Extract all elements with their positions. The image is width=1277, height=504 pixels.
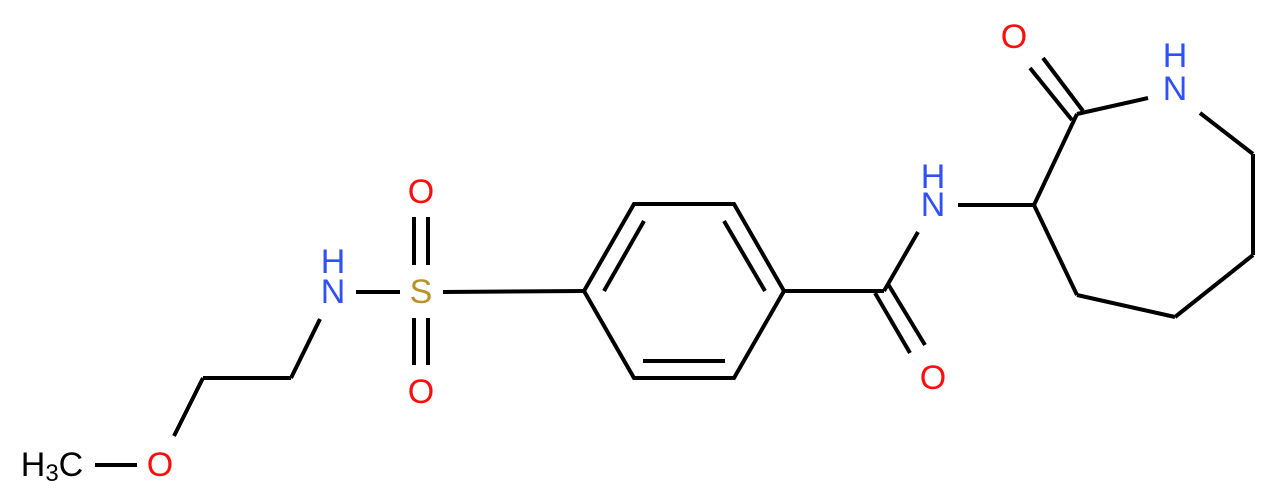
sulfonyl-oxygen-bottom: O [408, 373, 434, 411]
bond-c3-c2 [1032, 113, 1079, 206]
lactam-hydrogen: H [1163, 37, 1188, 75]
bond-c2-n1 [1076, 96, 1149, 116]
sulfonamide-nitrogen: N [321, 273, 346, 311]
bond-c-o-amide-1 [886, 282, 927, 347]
lactam-nitrogen: N [1163, 70, 1188, 108]
bond-c-n-amide [882, 231, 920, 292]
atom-labels: H3C O N H S O O O N H O N H [21, 18, 1188, 487]
benzene-inner-1 [602, 220, 646, 292]
bond-c6-c5 [1173, 253, 1255, 319]
sulfur-atom: S [410, 273, 433, 311]
bond-c2-o-2 [1028, 66, 1074, 122]
bonds [95, 56, 1255, 467]
bond-o-ch2 [172, 377, 205, 437]
sulfonyl-oxygen-top: O [408, 173, 434, 211]
bond-c5-c4 [1076, 293, 1176, 319]
bond-c4-c3 [1032, 204, 1079, 296]
bond-s-ring [442, 289, 585, 294]
sulfonamide-hydrogen: H [321, 243, 346, 281]
methyl-label: H3C [21, 446, 83, 487]
amide-oxygen: O [920, 359, 946, 397]
amide-nitrogen: N [921, 186, 946, 224]
bond-ch2-n [289, 318, 322, 379]
ether-oxygen: O [147, 446, 173, 484]
benzene-ring [581, 202, 787, 380]
lactam-oxygen: O [1001, 18, 1027, 56]
bond-n1-c7 [1198, 111, 1255, 156]
bond-c2-o-1 [1041, 56, 1085, 113]
bond-c-o-amide-2 [873, 291, 912, 355]
benzene-inner-2 [722, 219, 767, 293]
amide-hydrogen: H [921, 158, 946, 196]
